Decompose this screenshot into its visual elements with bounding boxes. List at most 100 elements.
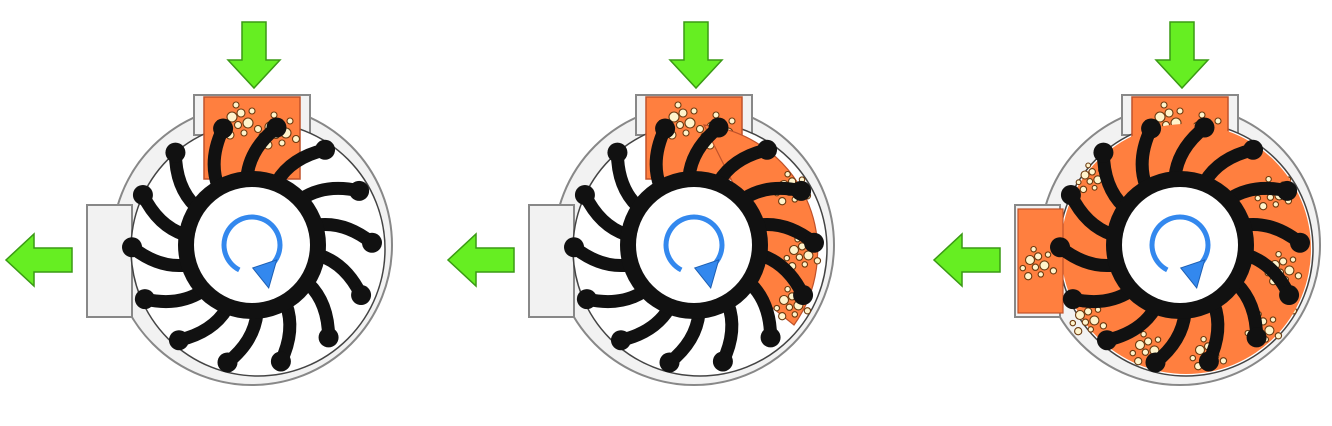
bubbles-icon xyxy=(778,197,787,206)
bubbles-icon xyxy=(1030,245,1037,253)
rotation-arc xyxy=(221,214,283,273)
vane-tip xyxy=(760,327,781,348)
bubbles-icon xyxy=(784,285,791,293)
bubbles-icon xyxy=(226,111,238,123)
bubbles-icon xyxy=(1214,117,1222,125)
bubbles-icon xyxy=(1219,357,1228,365)
vane-tip xyxy=(607,142,628,163)
rotation-arc xyxy=(663,214,725,273)
vane-tip xyxy=(659,352,680,373)
vane-tip xyxy=(134,289,155,310)
vane-tip xyxy=(757,139,778,160)
bubbles-icon xyxy=(773,304,781,312)
bubbles-icon xyxy=(791,311,799,318)
bubbles-icon xyxy=(1200,335,1207,343)
bubbles-icon xyxy=(778,312,787,321)
rotation-arrowhead xyxy=(1179,259,1206,290)
bubbles-icon xyxy=(668,111,680,123)
vane-tip xyxy=(576,289,597,310)
bubbles-icon xyxy=(1024,272,1033,281)
vane-tip xyxy=(217,352,238,373)
arrow-down-icon xyxy=(226,21,282,90)
bubbles-icon xyxy=(1019,264,1027,272)
stage-3 xyxy=(932,21,1321,386)
bubbles-icon xyxy=(1085,162,1092,169)
bubbles-icon xyxy=(1033,252,1043,261)
outlet-neck xyxy=(528,204,575,318)
bubbles-icon xyxy=(233,120,243,130)
bubbles-icon xyxy=(712,111,720,119)
bubbles-icon xyxy=(813,257,822,265)
bubbles-icon xyxy=(1284,265,1295,276)
vane-tip xyxy=(1279,285,1300,306)
bubbles-icon xyxy=(682,129,690,137)
arrow-down-icon xyxy=(1154,21,1210,90)
bubbles-icon xyxy=(1164,108,1174,118)
vane-tip xyxy=(361,232,382,253)
rotation-arrow-icon xyxy=(1149,214,1211,290)
bubbles-icon xyxy=(1129,349,1137,357)
vane-tip xyxy=(574,184,595,205)
vane-tip xyxy=(1062,289,1083,310)
bubbles-icon xyxy=(1265,175,1272,183)
bubbles-icon xyxy=(1086,178,1094,185)
vane-tip xyxy=(122,237,143,258)
bubbles-icon xyxy=(803,307,812,315)
bubbles-icon xyxy=(1074,327,1083,336)
vane-tip xyxy=(1060,184,1081,205)
rotation-arrow-icon xyxy=(221,214,283,290)
impeller-icon xyxy=(122,117,382,373)
bubbles-icon xyxy=(1088,168,1096,176)
bubbles-icon xyxy=(674,101,682,109)
stage-1 xyxy=(4,21,393,386)
bubbles-icon xyxy=(1031,263,1040,271)
vane-tip xyxy=(564,237,585,258)
vane-tip xyxy=(1246,327,1267,348)
bubbles-icon xyxy=(690,107,698,115)
bubbles-icon xyxy=(1194,344,1206,356)
outlet-neck xyxy=(86,204,133,318)
vane-tip xyxy=(1093,142,1114,163)
bubbles-icon xyxy=(1075,179,1082,186)
bubbles-icon xyxy=(1099,322,1108,330)
hub-center xyxy=(194,187,310,303)
rotation-arc xyxy=(1149,214,1211,273)
bubbles-icon xyxy=(232,101,240,109)
arrow-left-icon xyxy=(446,232,515,288)
vane-tip xyxy=(1145,352,1166,373)
bubbles-icon xyxy=(1269,316,1277,323)
bubbles-icon xyxy=(1091,184,1098,191)
bubbles-icon xyxy=(1274,332,1283,340)
vane-tip xyxy=(318,327,339,348)
bubbles-icon xyxy=(778,294,790,306)
bubbles-icon xyxy=(1278,257,1288,266)
stage-2 xyxy=(446,21,835,386)
vane-tip xyxy=(655,118,676,139)
vane-tip xyxy=(1243,139,1264,160)
bubbles-icon xyxy=(253,124,263,134)
vane-tip xyxy=(168,330,189,351)
bubbles-icon xyxy=(286,117,294,125)
bubbles-icon xyxy=(278,139,286,147)
bubbles-icon xyxy=(1079,185,1088,194)
vane-tip xyxy=(351,285,372,306)
bubbles-icon xyxy=(1143,337,1153,346)
bubbles-icon xyxy=(695,124,705,134)
rotation-arrowhead xyxy=(693,259,720,290)
vane-tip xyxy=(791,180,812,201)
vane-tip xyxy=(793,285,814,306)
bubbles-icon xyxy=(678,108,688,118)
vane-tip xyxy=(266,117,287,138)
bubbles-icon xyxy=(1154,336,1162,343)
bubbles-icon xyxy=(1198,111,1206,119)
arrow-left-icon xyxy=(4,232,73,288)
bubbles-icon xyxy=(242,117,254,129)
bubbles-icon xyxy=(1044,251,1052,258)
outlet-fluid xyxy=(1017,208,1064,314)
bubbles-icon xyxy=(1189,354,1197,362)
bubbles-icon xyxy=(1134,357,1143,366)
bubbles-icon xyxy=(1080,170,1090,180)
bubbles-icon xyxy=(1275,250,1282,258)
